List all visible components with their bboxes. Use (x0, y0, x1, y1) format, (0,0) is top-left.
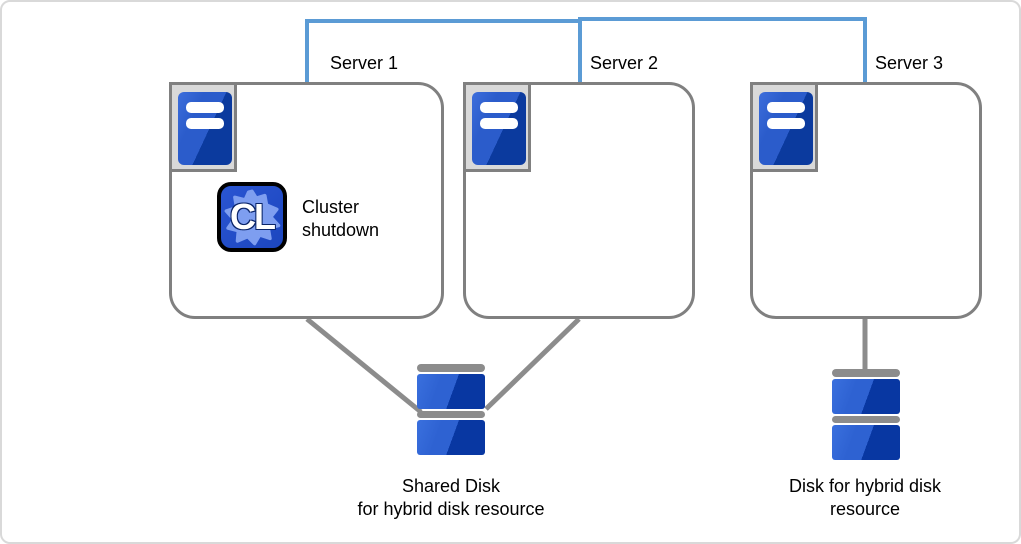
server-tower-icon (178, 92, 232, 165)
server-1-icon-frame (169, 82, 237, 172)
tower-slot-bar (186, 118, 224, 129)
hybrid-disk-label: Disk for hybrid disk resource (715, 475, 1015, 521)
hybrid-disk-label-line1: Disk for hybrid disk (788, 476, 942, 496)
tower-slot-bar (767, 102, 805, 113)
tower-slot-bar (767, 118, 805, 129)
server-3-label: Server 3 (875, 53, 944, 73)
disk-platter (832, 379, 900, 414)
disk-band (417, 411, 485, 418)
cluster-logo-text: CL (230, 196, 276, 237)
cluster-logo-icon: CL (217, 182, 287, 252)
tower-slot-bar (480, 102, 518, 113)
disk-cap (417, 364, 485, 372)
cluster-burst-icon (224, 189, 281, 246)
server-2-icon-frame (463, 82, 531, 172)
disk-link-lines (305, 317, 868, 414)
cluster-shutdown-note: Cluster shutdown (302, 197, 380, 240)
server-1-label: Server 1 (330, 53, 399, 73)
tower-slot-bar (186, 102, 224, 113)
hybrid-disk-stack-icon (832, 369, 900, 460)
shared-disk-label-line1: Shared Disk (401, 476, 501, 496)
network-link-lines (305, 17, 867, 83)
disk-platter (417, 374, 485, 409)
disk-cap (832, 369, 900, 377)
server-2-label: Server 2 (590, 53, 659, 73)
server-tower-icon (759, 92, 813, 165)
hybrid-disk-label-line2: resource (829, 499, 901, 519)
disk-platter (417, 420, 485, 455)
server-3-icon-frame (750, 82, 818, 172)
disk-platter (832, 425, 900, 460)
shared-disk-label-line2: for hybrid disk resource (357, 499, 545, 519)
shared-disk-stack-icon (417, 364, 485, 455)
shared-disk-label: Shared Disk for hybrid disk resource (301, 475, 601, 521)
server-tower-icon (472, 92, 526, 165)
disk-band (832, 416, 900, 423)
tower-slot-bar (480, 118, 518, 129)
